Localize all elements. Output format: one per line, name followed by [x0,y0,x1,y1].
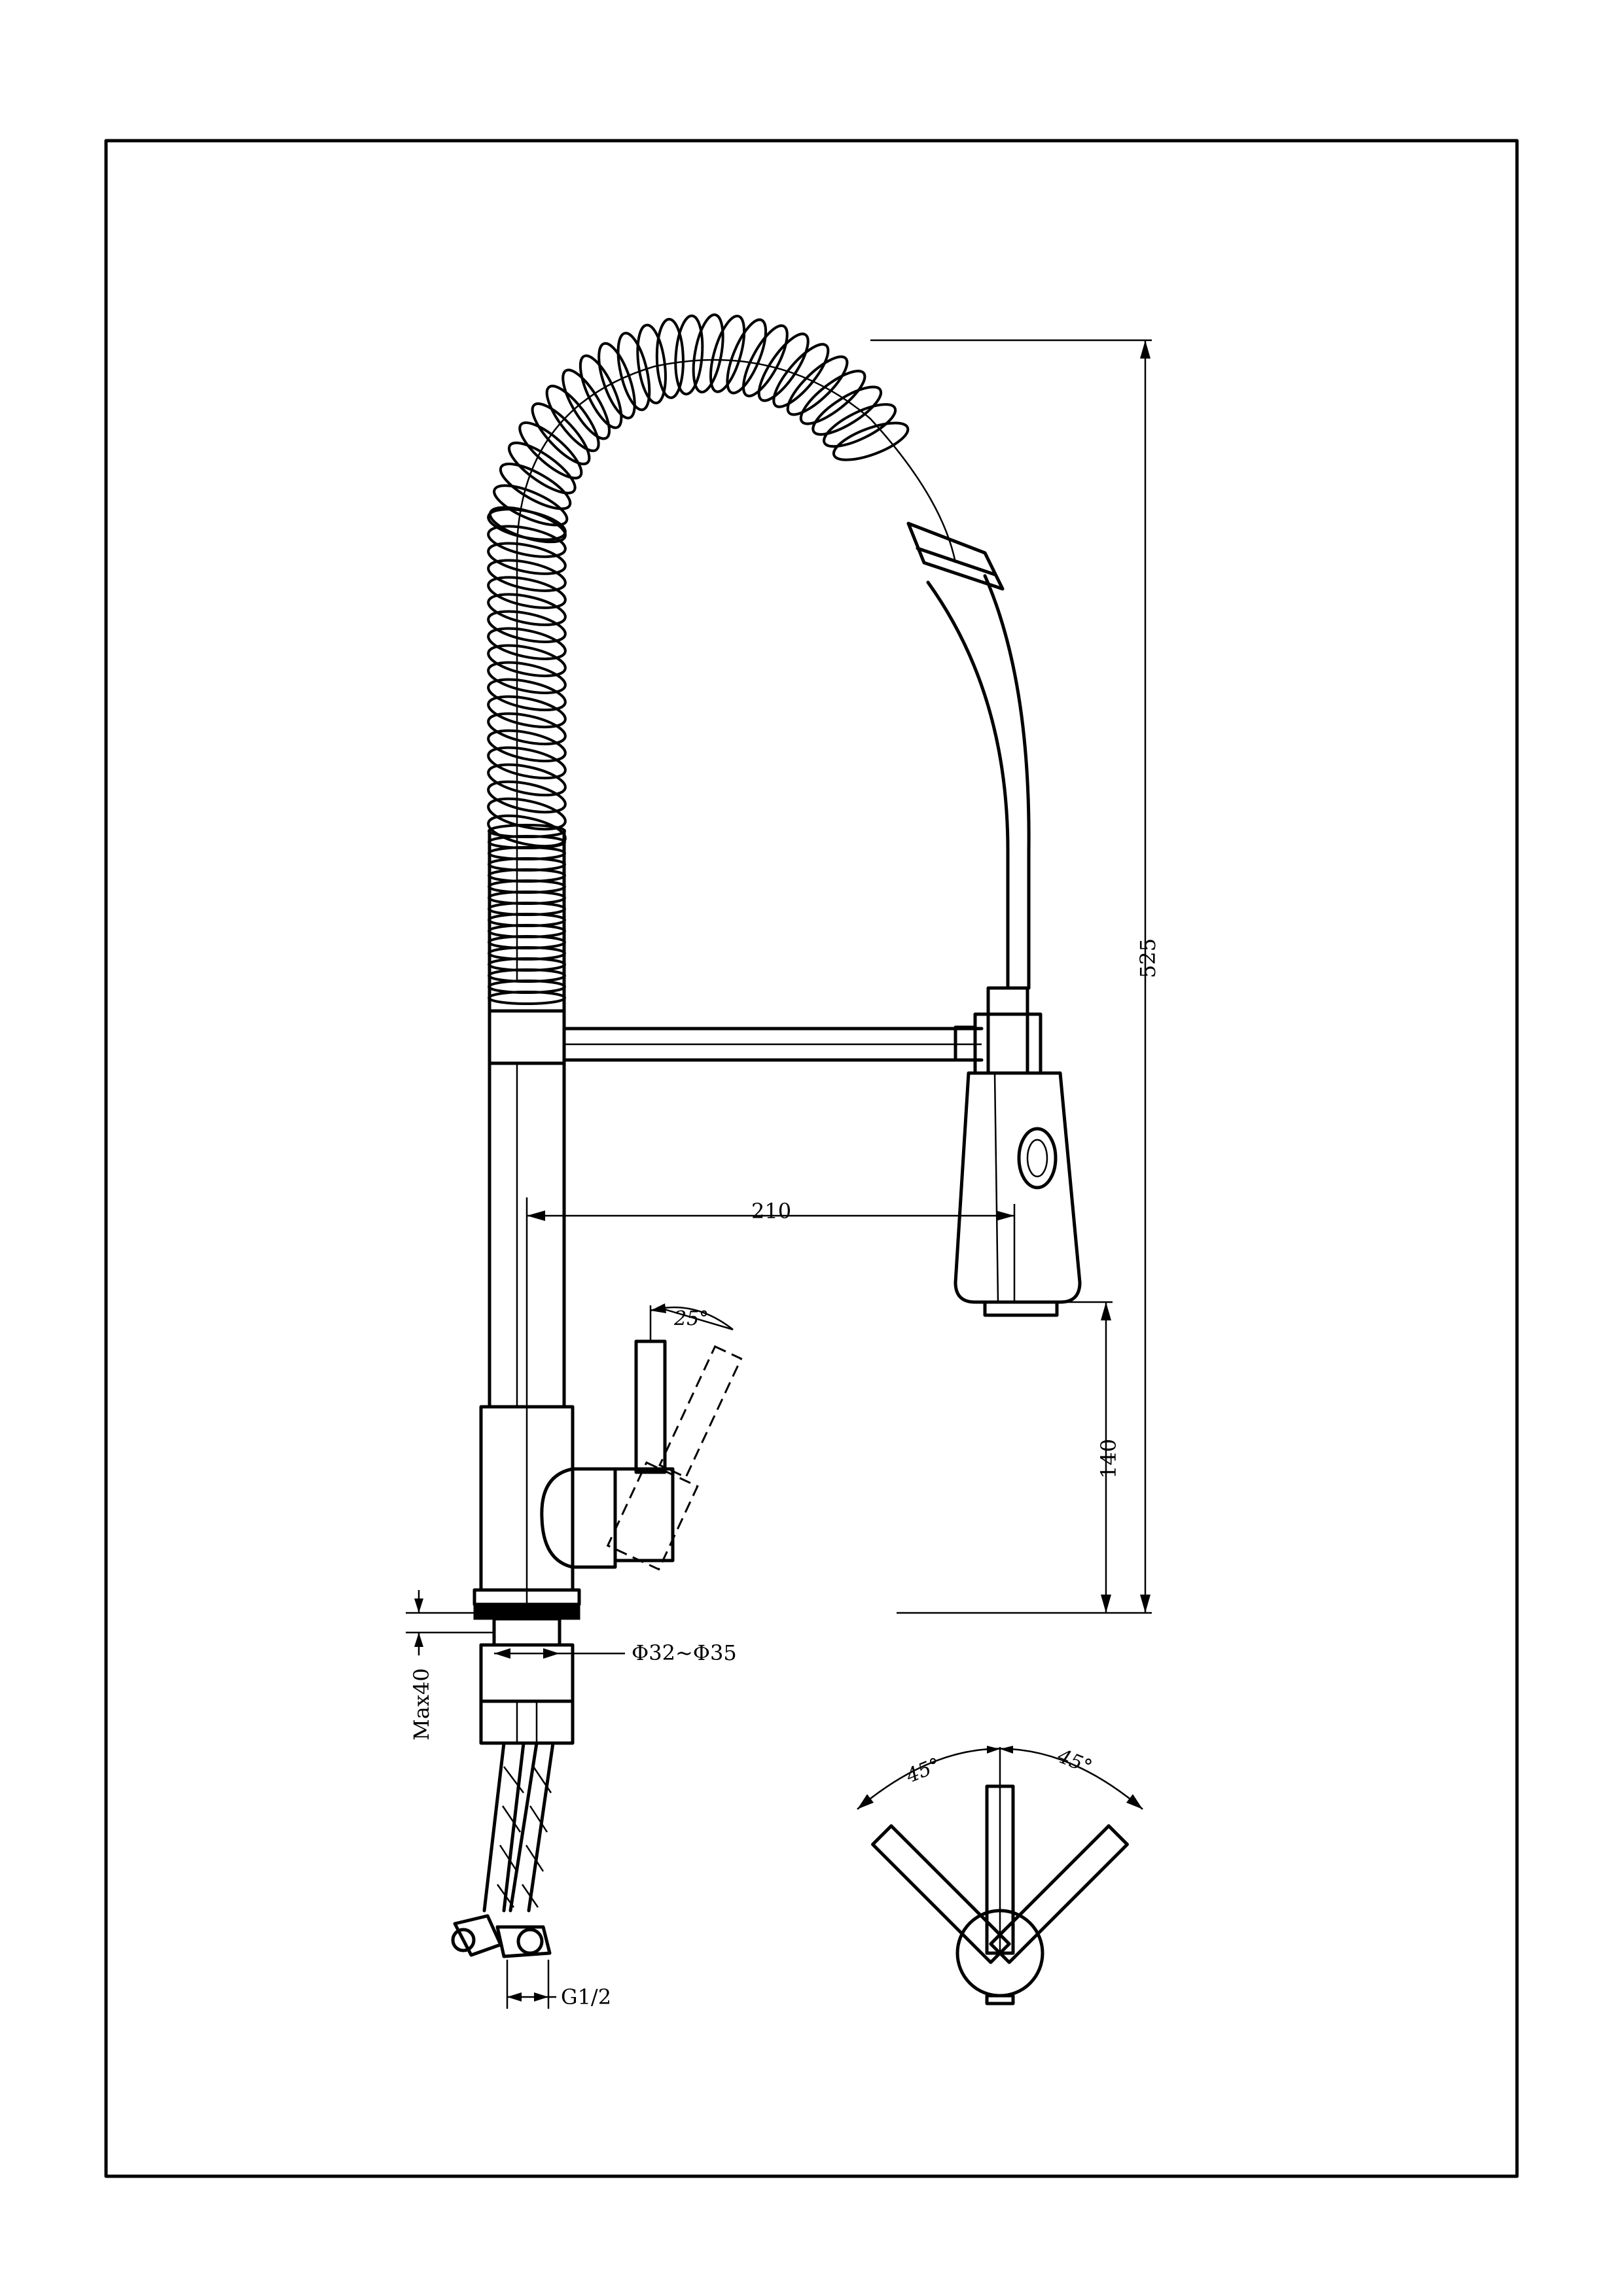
drawing-frame [104,139,1519,2178]
spring-coil-turn [487,678,567,712]
spring-coil-turn [562,368,611,440]
clearance-label: 140 [1096,1439,1121,1479]
spring-coil-turn [487,797,567,831]
connection-label: G1/2 [561,1985,611,2009]
base-mounting [473,1588,581,1745]
spring-coil-turn [487,661,567,694]
spring-coil-turn [531,402,591,466]
spring-coil-turn [487,559,567,592]
spring-end-collar [906,521,1005,591]
spring-coil-turn [786,355,849,416]
dimension-clearance [1060,1301,1113,1613]
spring-coil-turn [742,324,789,398]
dimension-connection [506,1960,556,2009]
spring-coil-turn [726,318,768,395]
dimension-reach [527,1204,1016,1302]
dimension-lever-tilt [649,1303,734,1341]
spring-coil-turn [487,780,567,814]
mixer-body [479,1339,675,1592]
spring-coil-turn [487,610,567,643]
spring-coil-turn [487,627,567,660]
spring-coil-turn [636,323,667,404]
dimension-hole-diameter [494,1648,625,1659]
spring-coil-turn [507,441,577,495]
spring-coil-turn [487,644,567,677]
spring-coil-turn [487,729,567,763]
top-view-lever-swing [857,1746,1143,2005]
spring-coil-turn [487,576,567,609]
supply-hoses [451,1741,555,1958]
spring-coil-turn [487,695,567,729]
swing-right-label: 45° [1054,1744,1095,1779]
spring-coil-turn [487,746,567,780]
dimension-deck-thickness [406,1590,494,1655]
hole-diameter-label: Φ32~Φ35 [632,1640,737,1665]
lever-tilted-outline [606,1345,743,1571]
height-total-label: 525 [1135,938,1160,978]
lever-tilt-label: 25° [673,1307,709,1330]
sprayer-hose [926,574,1031,990]
spring-coil-turn [545,385,600,452]
spring-coil-turn [655,317,685,399]
spring-coil-turn [812,385,883,436]
spring-coil-turn [493,484,569,527]
spring-coil-turn [487,712,567,746]
spring-coil-turn [709,314,746,393]
spring-coil-turn [488,506,567,544]
main-column [488,1009,566,1409]
spring-coil-turn [487,542,567,575]
spring-coil-turn [799,370,866,425]
spring-coil-turn [487,525,567,558]
swing-left-label: 45° [902,1754,944,1788]
spring-coil-turn [487,763,567,797]
spring-coil-turn [692,313,724,394]
support-arm [562,1027,984,1062]
spring-coil-turn [674,314,704,396]
dimension-height-total [870,339,1152,1614]
sprayer-dock [954,986,1043,1075]
spring-coil-turn [832,421,910,461]
spring-coil [487,313,910,1005]
spring-coil-turn [597,342,636,419]
reach-label: 210 [751,1199,791,1224]
spring-coil-turn [499,463,572,510]
deck-thickness-label: Max40 [409,1668,434,1740]
spring-inner-hose [516,359,957,981]
sprayer-head [954,1071,1082,1317]
spring-collar [488,829,566,1013]
spring-coil-turn [823,403,897,448]
spring-coil-turn [518,421,583,480]
spring-coil-turn [757,332,810,402]
spring-coil-turn [772,343,830,408]
spring-coil-turn [487,593,567,626]
